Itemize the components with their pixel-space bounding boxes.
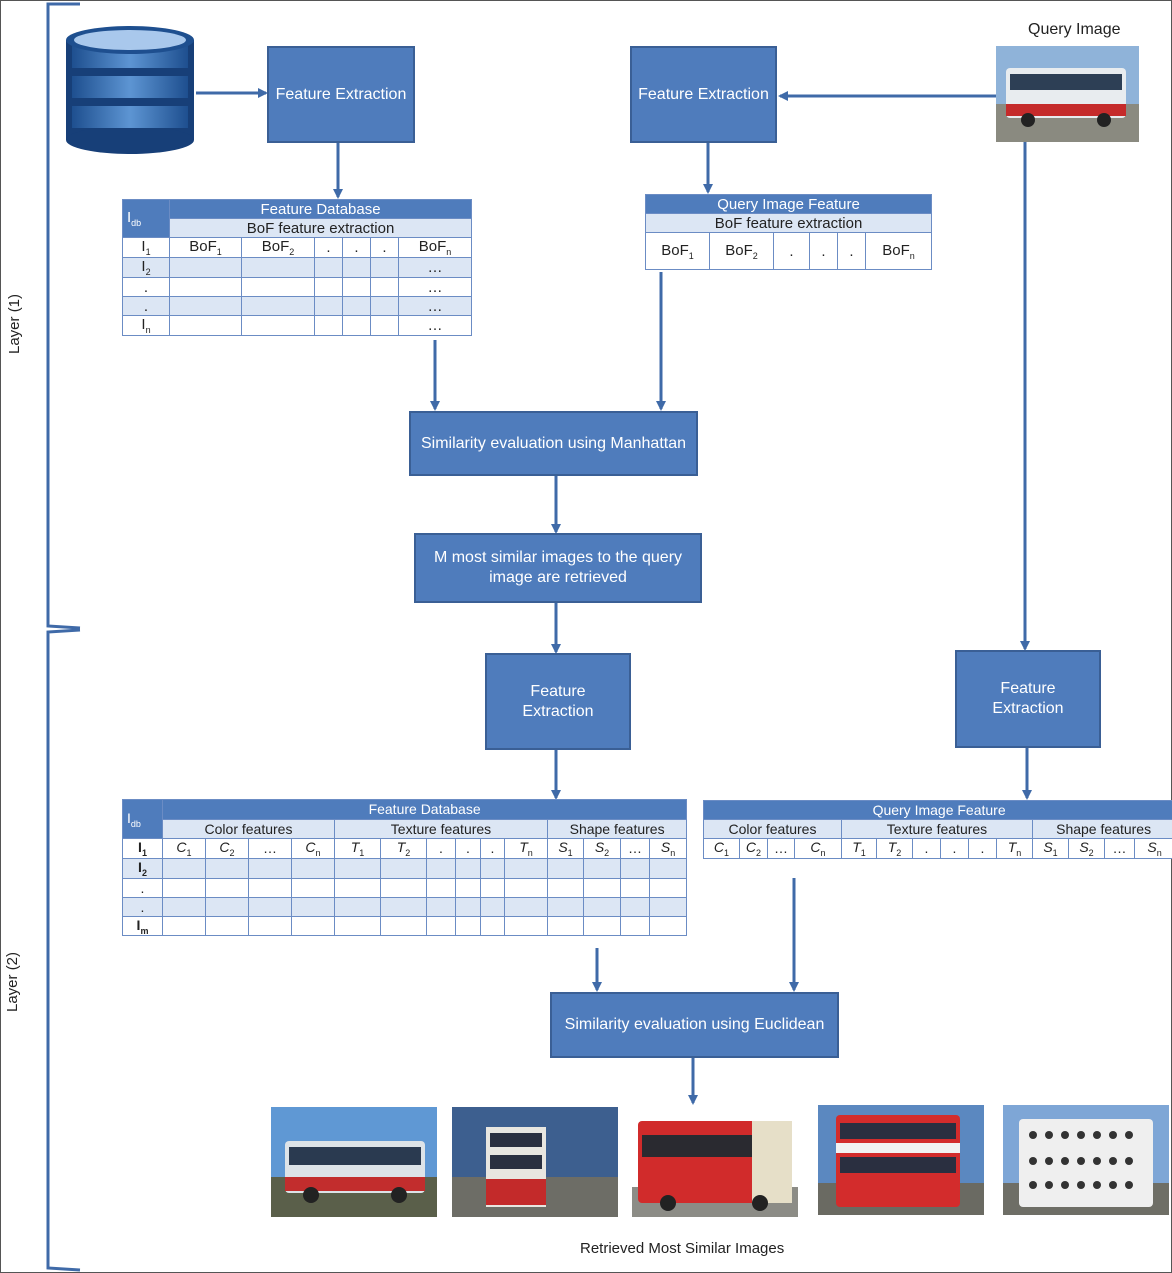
- feature-database-table-1: Idb Feature Database BoF feature extract…: [122, 199, 473, 336]
- db2-shape-group: Shape features: [546, 818, 688, 839]
- result-bus-photo-5: [1003, 1105, 1169, 1215]
- feature-extraction-layer2-db-box: Feature Extraction: [485, 653, 631, 750]
- table-row: I2 …: [122, 257, 473, 278]
- database-icon: [66, 26, 194, 154]
- result-bus-photo-1: [271, 1107, 437, 1217]
- q2-color-group: Color features: [703, 819, 842, 839]
- db2-texture-group: Texture features: [334, 818, 548, 839]
- feature-extraction-query-box: Feature Extraction: [630, 46, 777, 143]
- db1-subtitle: BoF feature extraction: [168, 218, 473, 238]
- db2-title: Feature Database: [161, 799, 688, 820]
- layer2-bracket: [46, 628, 81, 1272]
- query-image-label: Query Image: [1028, 21, 1121, 38]
- query-feature-table-2: Query Image Feature Color features Textu…: [702, 800, 1172, 859]
- table-row: I1 C1 C2 … Cn T1 T2 . . . Tn S1 S2 … Sn: [122, 838, 688, 859]
- table-row: .: [122, 877, 688, 898]
- table-row: Im: [122, 915, 688, 937]
- similarity-manhattan-box: Similarity evaluation using Manhattan: [409, 411, 698, 476]
- table-row: BoF1 BoF2 . . . BoFn: [645, 232, 933, 270]
- q1-subtitle: BoF feature extraction: [644, 213, 933, 233]
- layer1-label: Layer (1): [6, 293, 23, 354]
- table-row: I2: [122, 857, 688, 879]
- db2-color-group: Color features: [162, 818, 335, 839]
- result-bus-photo-4: [818, 1105, 984, 1215]
- result-bus-photo-2: [452, 1107, 618, 1217]
- result-bus-photo-3: [632, 1107, 798, 1217]
- q2-title: Query Image Feature: [702, 800, 1172, 820]
- table-row: C1 C2 … Cn T1 T2 . . . Tn S1 S2 … Sn: [703, 838, 1172, 859]
- feature-extraction-db-box: Feature Extraction: [267, 46, 415, 143]
- table-row: I1 BoF1 BoF2 . . . BoFn: [122, 237, 473, 258]
- q2-shape-group: Shape features: [1031, 819, 1172, 839]
- query-feature-table-1: Query Image Feature BoF feature extracti…: [644, 194, 933, 270]
- table-row: . …: [122, 296, 473, 316]
- feature-extraction-layer2-query-box: Feature Extraction: [955, 650, 1101, 748]
- query-bus-photo: [996, 46, 1139, 142]
- layer1-bracket: [46, 2, 81, 630]
- layer2-label: Layer (2): [4, 951, 21, 1012]
- q1-title: Query Image Feature: [644, 194, 933, 214]
- feature-database-table-2: Idb Feature Database Color features Text…: [122, 799, 688, 937]
- m-most-similar-box: M most similar images to the query image…: [414, 533, 702, 603]
- table-row: In …: [122, 315, 473, 336]
- table-row: . …: [122, 277, 473, 297]
- table-row: .: [122, 896, 688, 917]
- db1-title: Feature Database: [168, 199, 473, 219]
- similarity-euclidean-box: Similarity evaluation using Euclidean: [550, 992, 839, 1058]
- q2-texture-group: Texture features: [841, 819, 1033, 839]
- retrieved-images-label: Retrieved Most Similar Images: [580, 1240, 785, 1257]
